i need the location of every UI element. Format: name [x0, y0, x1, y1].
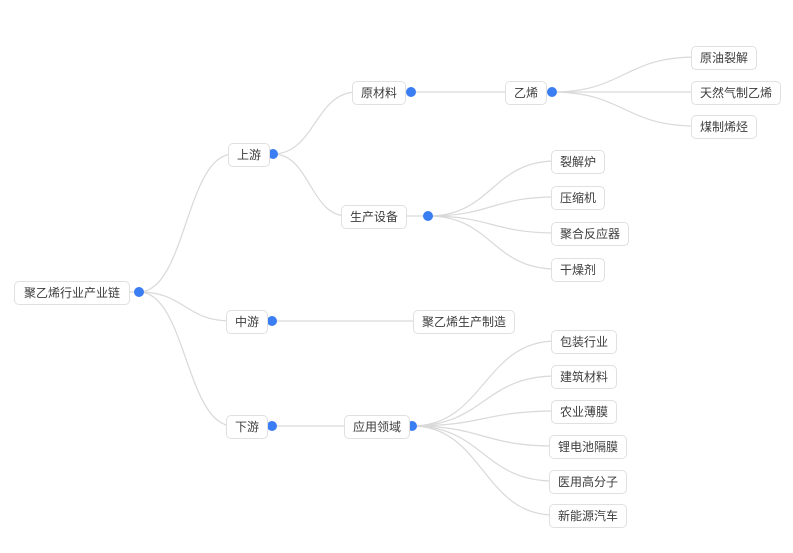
connector-line — [411, 425, 555, 516]
node-upstream[interactable]: 上游 — [228, 143, 271, 167]
collapse-dot-ethylene[interactable] — [547, 87, 557, 97]
connector-line — [272, 91, 358, 155]
node-raw-materials[interactable]: 原材料 — [352, 81, 407, 105]
node-packaging-industry[interactable]: 包装行业 — [551, 330, 618, 354]
connector-line — [411, 375, 557, 427]
node-building-materials[interactable]: 建筑材料 — [551, 365, 618, 389]
collapse-dot-midstream[interactable] — [267, 316, 277, 326]
node-medical-polymer[interactable]: 医用高分子 — [549, 470, 628, 494]
node-agricultural-film[interactable]: 农业薄膜 — [551, 400, 618, 424]
node-ethylene[interactable]: 乙烯 — [505, 81, 548, 105]
node-cracking-furnace[interactable]: 裂解炉 — [551, 150, 606, 174]
connector-line — [427, 215, 557, 234]
node-polymerization-reactor[interactable]: 聚合反应器 — [551, 222, 630, 246]
node-production-equipment[interactable]: 生产设备 — [341, 205, 408, 229]
node-downstream[interactable]: 下游 — [226, 415, 269, 439]
node-crude-oil-cracking[interactable]: 原油裂解 — [691, 46, 758, 70]
connector-line — [411, 410, 557, 427]
connector-line — [551, 91, 697, 127]
collapse-dot-production-equipment[interactable] — [423, 211, 433, 221]
collapse-dot-raw-materials[interactable] — [406, 87, 416, 97]
node-new-energy-vehicles[interactable]: 新能源汽车 — [549, 504, 628, 528]
connector-line — [272, 153, 348, 217]
node-desiccant[interactable]: 干燥剂 — [551, 258, 606, 282]
connector-line — [411, 425, 555, 482]
node-compressor[interactable]: 压缩机 — [551, 186, 606, 210]
connector-line — [138, 291, 234, 427]
connector-line — [427, 196, 557, 217]
connector-line — [427, 215, 557, 270]
collapse-dot-downstream[interactable] — [267, 421, 277, 431]
collapse-dot-root[interactable] — [134, 287, 144, 297]
connector-line — [138, 153, 234, 293]
node-midstream[interactable]: 中游 — [226, 310, 269, 334]
connector-line — [411, 425, 555, 447]
node-li-battery-separator[interactable]: 锂电池隔膜 — [549, 435, 628, 459]
node-natural-gas-to-ethylene[interactable]: 天然气制乙烯 — [691, 81, 782, 105]
node-pe-manufacturing[interactable]: 聚乙烯生产制造 — [413, 310, 516, 334]
connector-line — [138, 291, 232, 322]
node-root[interactable]: 聚乙烯行业产业链 — [14, 281, 131, 305]
connector-line — [551, 56, 697, 93]
node-coal-to-olefins[interactable]: 煤制烯烃 — [691, 115, 758, 139]
connector-line — [411, 340, 557, 427]
node-application-fields[interactable]: 应用领域 — [344, 415, 411, 439]
collapse-dot-upstream[interactable] — [268, 149, 278, 159]
connector-line — [427, 160, 557, 217]
